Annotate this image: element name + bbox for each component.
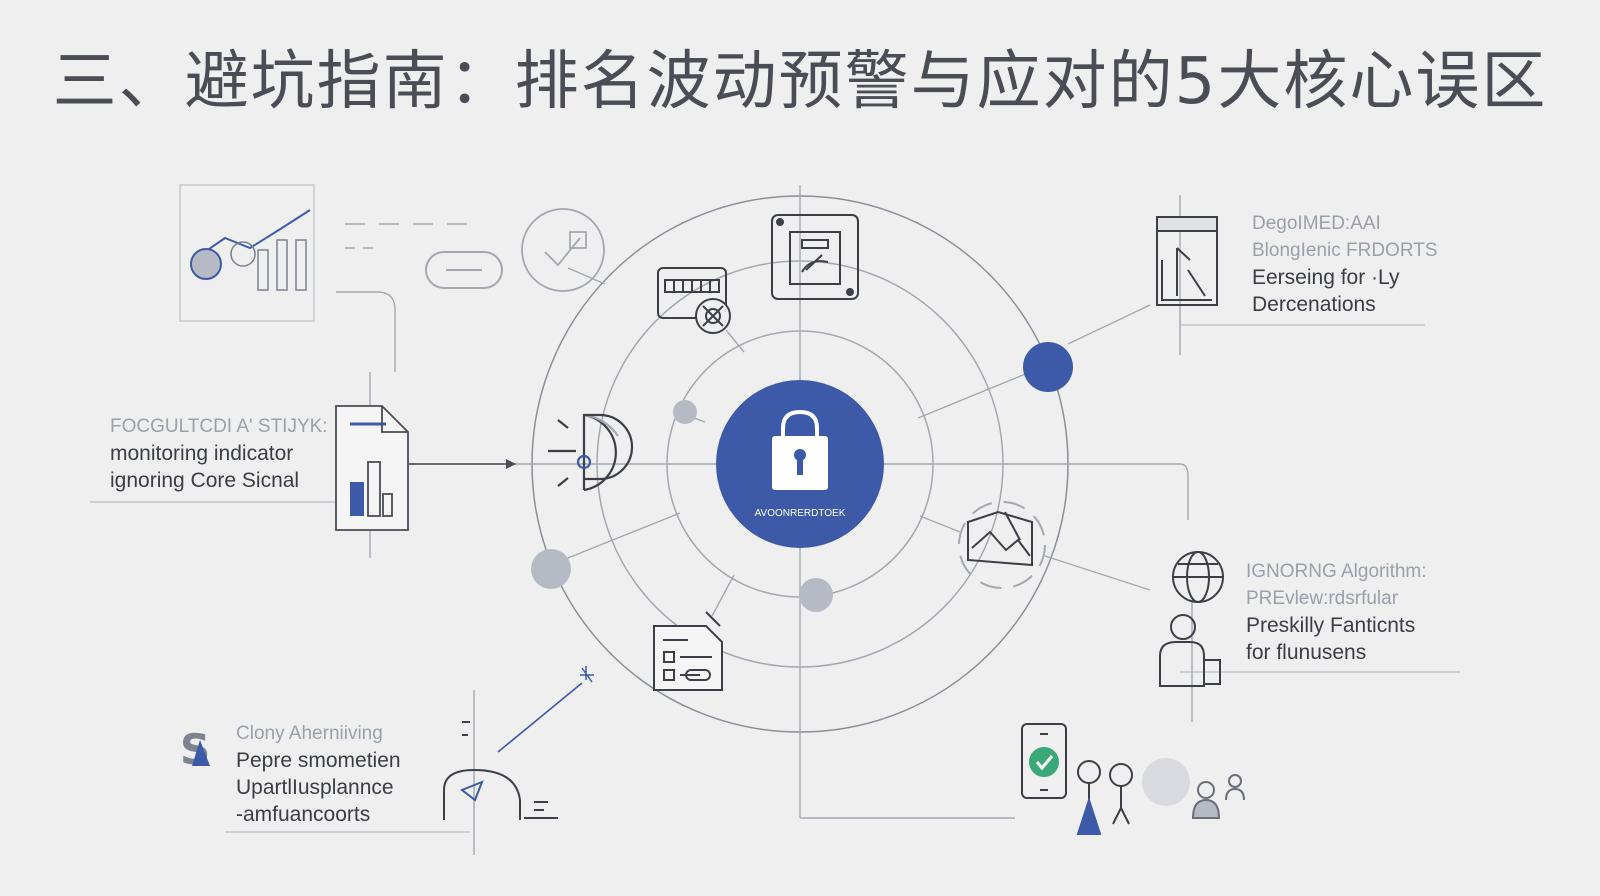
callout-right-mid-line1: Preskilly Fanticnts [1246,614,1416,637]
flag-document-icon [1156,216,1218,306]
globe-person-icon [1159,551,1224,687]
orbit-node-grey-left [531,549,571,589]
chart-document-icon [335,405,409,531]
callout-left-bottom-line2: UpartlIusplannce [236,776,394,799]
orbit-node-accent [1023,342,1073,392]
pen-tool-icon [443,666,594,820]
orbit-node-grey-bottom [799,578,833,612]
callout-right-top-heading: DegoIMED:AAI [1252,213,1381,234]
callout-right-mid-subheading: PREvlew:rdsrfular [1246,588,1399,609]
callout-right-mid-heading: IGNORNG Algorithm: [1246,561,1427,582]
callout-right-top-subheading: BlongIenic FRDORTS [1252,240,1438,261]
callout-left-bottom: Clony Aherniiving Pepre smometien Upartl… [236,720,401,828]
approved-phone-icon [1021,723,1067,799]
callout-right-top: DegoIMED:AAI BlongIenic FRDORTS Eerseing… [1252,210,1438,318]
svg-text:S: S [180,725,210,774]
checkmark-circle-icon [521,208,605,292]
target-icon [548,413,634,492]
people-group-icon [1076,758,1245,835]
orbit-node-grey-small [673,400,697,424]
arrow-to-target [408,459,516,469]
lock-icon [772,409,828,490]
trend-chart-icon [179,184,315,322]
report-document-icon [653,611,723,691]
callout-right-top-line2: Dercenations [1252,293,1376,316]
link-icon [425,251,503,289]
broken-image-icon [958,501,1046,589]
callout-left-bottom-line3: -amfuancoorts [236,803,371,826]
center-label: AVOONRERDTOEK [755,508,846,519]
callout-left-mid-heading: FOCGULTCDI A' STIJYK: [110,416,328,437]
callout-left-mid-line2: ignoring Core Sicnal [110,469,300,492]
keyboard-gear-icon [657,267,731,334]
callout-right-mid-line2: for flunusens [1246,641,1367,664]
callout-right-mid: IGNORNG Algorithm: PREvlew:rdsrfular Pre… [1246,558,1427,666]
connector-lines [90,185,1460,855]
callout-right-top-line1: Eerseing for ·Ly [1252,266,1400,289]
callout-left-bottom-line1: Pepre smometien [236,749,401,772]
center-hub: AVOONRERDTOEK [716,380,884,548]
callout-left-mid: FOCGULTCDI A' STIJYK: monitoring indicat… [110,413,328,494]
page-title: 三、避坑指南：排名波动预警与应对的5大核心误区 [52,45,1548,119]
callout-left-mid-line1: monitoring indicator [110,442,294,465]
callout-left-bottom-heading: Clony Aherniiving [236,723,383,744]
s-mark-icon: S [180,725,210,774]
secure-document-icon [771,214,859,300]
